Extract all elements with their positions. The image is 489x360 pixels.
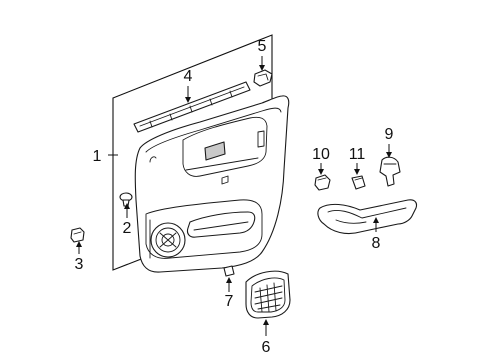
door-trim-panel: [134, 95, 290, 273]
clip-11: [351, 175, 366, 190]
callout-11: 11: [349, 146, 366, 163]
clip-7: [223, 265, 235, 277]
callout-9: 9: [385, 126, 394, 143]
armrest-bracket-9: [379, 156, 401, 187]
callout-7: 7: [225, 293, 234, 310]
leader-lines: [76, 56, 392, 336]
weatherstrip-belt: [133, 81, 251, 133]
callout-8: 8: [372, 235, 381, 252]
callout-3: 3: [75, 256, 84, 273]
callout-10: 10: [312, 146, 330, 163]
callout-5: 5: [258, 38, 267, 55]
callout-2: 2: [123, 220, 132, 237]
pull-handle-8: [317, 199, 418, 235]
callout-1: 1: [93, 148, 102, 165]
clip-10: [314, 174, 331, 191]
callout-4: 4: [184, 68, 193, 85]
callout-6: 6: [262, 339, 271, 356]
speaker-grille-6: [245, 270, 291, 319]
push-pin-2: [119, 192, 133, 207]
retainer-clip-5: [253, 69, 273, 87]
clip-3: [70, 227, 85, 243]
